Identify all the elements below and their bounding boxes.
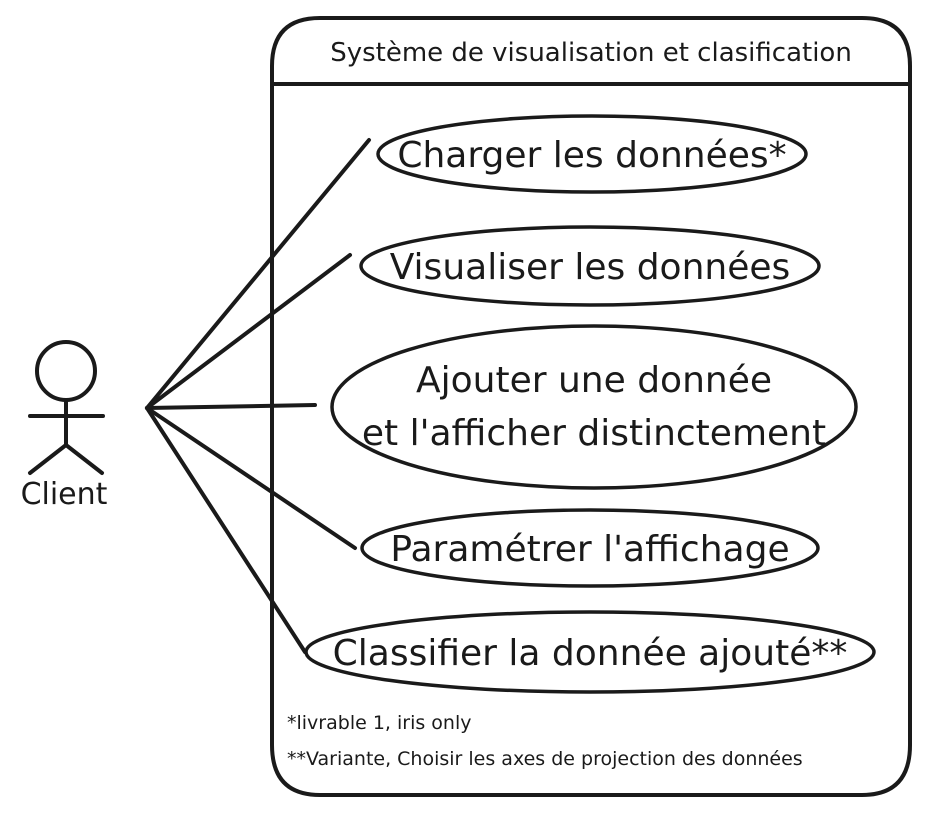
stick-figure-icon <box>28 340 105 475</box>
use-case-ellipse <box>330 324 858 490</box>
footnotes: *livrable 1, iris only **Variante, Chois… <box>287 712 803 770</box>
actor-client: Client <box>21 340 108 512</box>
association-line-charger <box>145 138 371 410</box>
use-case-label: Paramétrer l'affichage <box>390 529 789 570</box>
footnote-1: *livrable 1, iris only <box>287 712 472 734</box>
use-case-label: Classifier la donnée ajouté** <box>333 633 848 674</box>
use-case-label-line-2: et l'afficher distinctement <box>362 413 826 454</box>
footnote-2: **Variante, Choisir les axes de projecti… <box>287 748 803 770</box>
use-case-ellipse <box>359 225 821 307</box>
use-case-parametrer: Paramétrer l'affichage <box>360 508 820 588</box>
actor-label: Client <box>21 477 108 512</box>
use-case-ellipse <box>376 114 808 194</box>
association-line-parametrer <box>145 406 357 550</box>
association-line-classifier <box>145 406 307 654</box>
system-title: Système de visualisation et clasificatio… <box>330 38 852 68</box>
system-box <box>270 16 912 797</box>
use-case-classifier: Classifier la donnée ajouté** <box>304 610 876 694</box>
use-case-visualiser: Visualiser les données <box>359 225 821 307</box>
use-case-ellipse <box>304 610 876 694</box>
use-case-ellipse <box>360 508 820 588</box>
system-boundary: Système de visualisation et clasificatio… <box>270 16 912 797</box>
use-case-ajouter: Ajouter une donnée et l'afficher distinc… <box>330 324 858 490</box>
associations <box>145 138 371 654</box>
association-line-visualiser <box>145 253 352 410</box>
use-case-charger: Charger les données* <box>376 114 808 194</box>
use-case-label: Visualiser les données <box>390 247 791 288</box>
use-case-label-line-1: Ajouter une donnée <box>416 360 772 401</box>
association-line-ajouter <box>145 403 317 410</box>
use-case-label: Charger les données* <box>397 135 786 176</box>
